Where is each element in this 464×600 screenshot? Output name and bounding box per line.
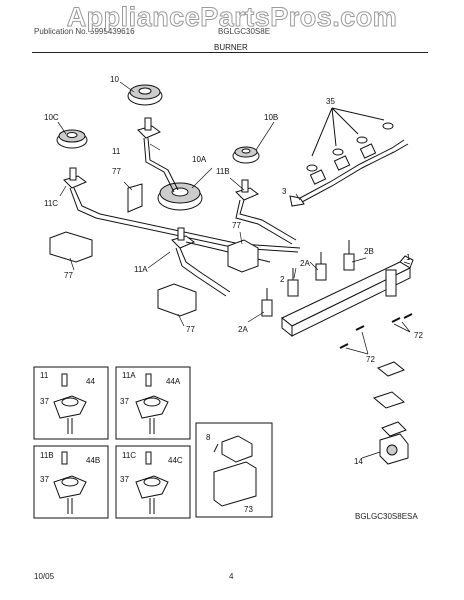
regulator-14 — [372, 361, 409, 465]
leader-lines — [57, 81, 411, 459]
label-11b: 11B — [216, 167, 230, 176]
inset-11c: 11C 44C 37 — [115, 445, 191, 519]
label-2b: 2B — [364, 247, 374, 256]
page-number: 4 — [229, 572, 234, 581]
label-77-mid: 77 — [232, 221, 241, 230]
section-title: BURNER — [214, 43, 248, 52]
label-77-bottom: 77 — [186, 325, 195, 334]
inset-11b-screw: 44B — [86, 456, 100, 465]
label-35: 35 — [326, 97, 335, 106]
inset-11c-side: 37 — [120, 475, 129, 484]
inset-11b-part: 11B — [40, 451, 54, 460]
label-2a-lower: 2A — [238, 325, 248, 334]
label-11: 11 — [112, 147, 121, 156]
label-11a: 11A — [134, 265, 148, 274]
label-72-right: 72 — [414, 331, 423, 340]
inset-11-screw: 44 — [86, 377, 95, 386]
label-11c: 11C — [44, 199, 58, 208]
inset-11-side: 37 — [40, 397, 49, 406]
header-rule — [32, 52, 428, 53]
inset-11: 11 44 37 — [33, 366, 109, 440]
inset-11c-part: 11C — [122, 451, 136, 460]
model-header: BGLGC30S8E — [218, 27, 271, 36]
model-number: BGLGC30S8ESA — [355, 512, 418, 521]
label-1: 1 — [406, 253, 411, 262]
valve-2 — [261, 240, 355, 317]
inset-11b: 11B 44B 37 — [33, 445, 109, 519]
inset-part-73: 73 — [244, 505, 253, 514]
burner-10a — [157, 182, 203, 211]
burner-base-11b — [235, 179, 297, 245]
label-3: 3 — [282, 187, 287, 196]
bracket-77 — [49, 183, 259, 317]
inset-11a-side: 37 — [120, 397, 129, 406]
label-14: 14 — [354, 457, 363, 466]
burner-10b — [232, 146, 260, 164]
inset-11c-screw: 44C — [168, 456, 183, 465]
label-2: 2 — [280, 275, 285, 284]
label-77-left: 77 — [64, 271, 73, 280]
label-2a-upper: 2A — [300, 259, 310, 268]
screws-72 — [339, 313, 413, 349]
burner-10 — [127, 84, 163, 106]
inset-8-73: 8 73 — [195, 422, 273, 518]
inset-11b-side: 37 — [40, 475, 49, 484]
label-10a: 10A — [192, 155, 207, 164]
part-labels: 10 35 10C 10B 11 10A 77 11B 3 11C 77 2B … — [44, 75, 423, 466]
manifold-pipe — [281, 255, 414, 338]
inset-11a: 11A 44A 37 — [115, 366, 191, 440]
inset-11a-screw: 44A — [166, 377, 181, 386]
label-10b: 10B — [264, 113, 278, 122]
inset-part-8: 8 — [206, 433, 211, 442]
watermark-text: AppliancePartsPros.com — [66, 2, 398, 33]
electrode-harness-35 — [289, 107, 409, 207]
inset-11-part: 11 — [40, 371, 49, 380]
footer-date: 10/05 — [34, 572, 55, 581]
label-10c: 10C — [44, 113, 59, 122]
label-77-top: 77 — [112, 167, 121, 176]
burner-10c — [56, 129, 88, 149]
label-10: 10 — [110, 75, 119, 84]
label-72-lower: 72 — [366, 355, 375, 364]
inset-11a-part: 11A — [122, 371, 136, 380]
publication-number: Publication No. 5995439616 — [34, 27, 135, 36]
burner-base-11 — [137, 117, 179, 193]
